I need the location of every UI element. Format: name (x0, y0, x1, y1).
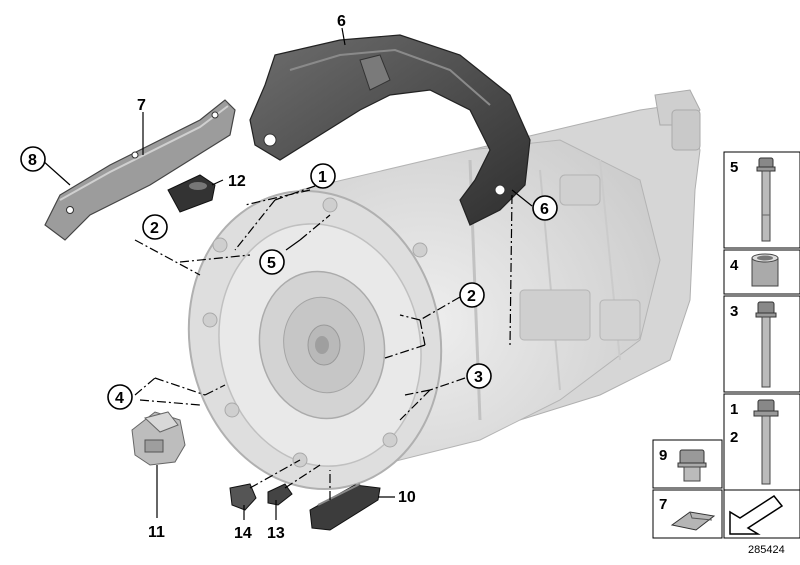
svg-text:1: 1 (730, 401, 738, 418)
callout-11: 11 (148, 524, 165, 541)
clip-13 (267, 483, 293, 506)
leader-lines (41, 27, 533, 520)
plug-screw-icon (677, 449, 707, 482)
legend-item-5: 5 (730, 157, 776, 242)
svg-text:9: 9 (659, 447, 667, 464)
callout-2-right: 2 (459, 282, 485, 308)
callout-13: 13 (267, 525, 285, 542)
transmission-housing (187, 89, 701, 491)
callout-14: 14 (234, 525, 252, 542)
long-bolt-icon (756, 157, 776, 242)
bolt-icon (755, 301, 777, 388)
sleeve-icon (751, 253, 779, 287)
svg-text:2: 2 (730, 429, 738, 446)
callout-5: 5 (259, 249, 285, 275)
clip-14 (229, 483, 257, 511)
document-number: 285424 (748, 544, 785, 556)
legend-item-3: 3 (730, 301, 777, 388)
heat-shield (249, 34, 531, 226)
callout-6: 6 (337, 13, 346, 30)
svg-text:4: 4 (730, 257, 739, 274)
callout-7: 6 (532, 195, 558, 221)
callout-8: 7 (137, 97, 146, 114)
legend-item-9: 9 (659, 447, 707, 482)
connector-block (131, 411, 186, 466)
svg-text:2: 2 (467, 288, 476, 305)
callout-2-left: 2 (142, 214, 168, 240)
bracket-plate (44, 99, 236, 241)
svg-text:8: 8 (28, 152, 37, 169)
legend-panel: 5 4 3 (652, 151, 800, 539)
callout-1: 1 (310, 163, 336, 189)
clip-icon (670, 511, 716, 531)
callout-10: 10 (398, 489, 416, 506)
svg-text:7: 7 (659, 496, 667, 513)
svg-text:5: 5 (730, 159, 738, 176)
svg-text:3: 3 (730, 303, 738, 320)
pointer-arrow-icon (729, 495, 784, 535)
svg-text:6: 6 (540, 201, 549, 218)
callout-3: 3 (466, 363, 492, 389)
callout-4: 4 (107, 384, 133, 410)
legend-item-7: 7 (659, 496, 716, 531)
legend-item-4: 4 (730, 253, 779, 287)
cable-guide (309, 483, 381, 531)
svg-text:2: 2 (150, 220, 159, 237)
svg-text:4: 4 (115, 390, 124, 407)
svg-text:3: 3 (474, 369, 483, 386)
svg-text:1: 1 (318, 169, 327, 186)
svg-text:5: 5 (267, 255, 276, 272)
callout-9: 8 (20, 146, 46, 172)
legend-item-1-2: 1 2 (730, 399, 779, 485)
callout-12: 12 (228, 173, 246, 190)
flange-bolt-icon (753, 399, 779, 485)
mount-pad (167, 174, 216, 213)
